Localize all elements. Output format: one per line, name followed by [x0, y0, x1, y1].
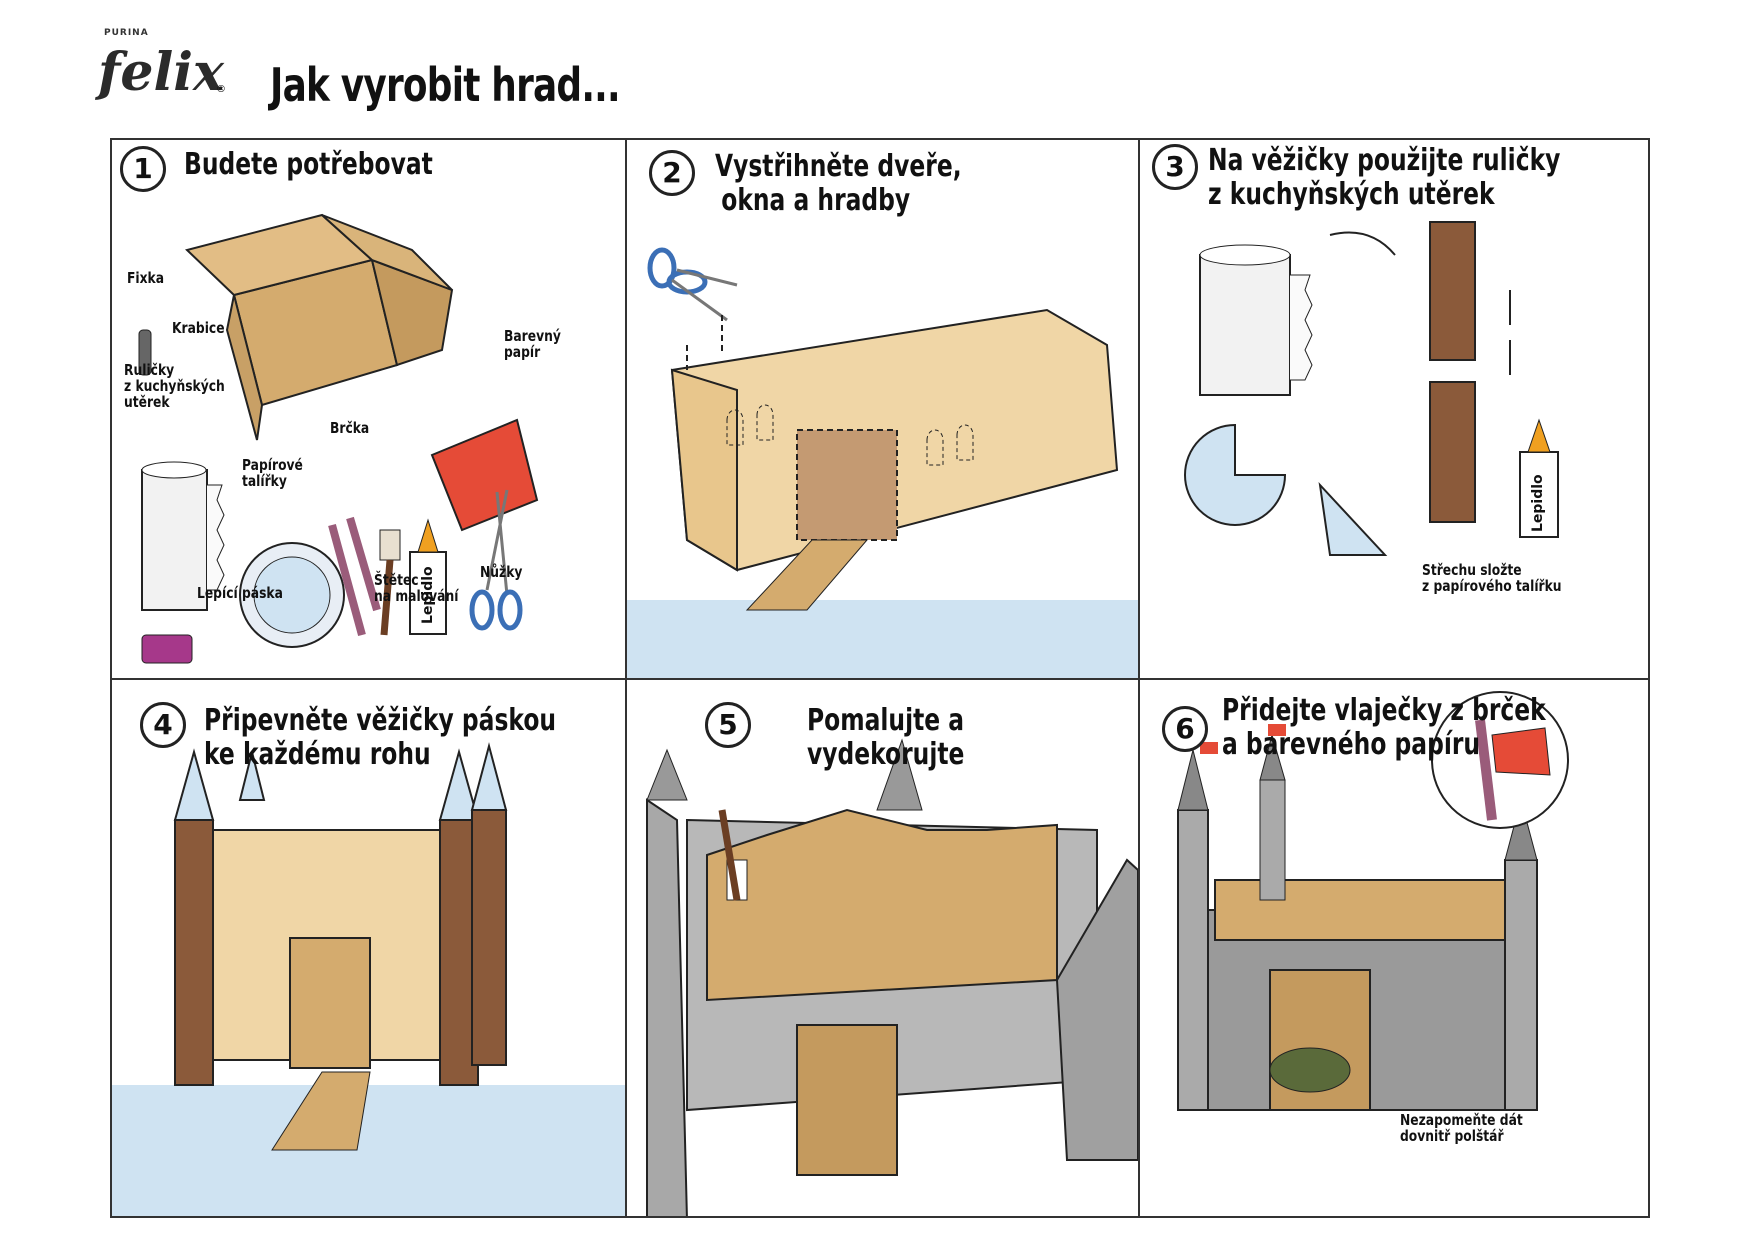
step-5-panel: 5 Pomalujte a vydekorujte — [627, 680, 1138, 1216]
registered-mark: ® — [216, 84, 226, 95]
step-number: 2 — [649, 150, 695, 196]
step-1-panel: 1 Budete potřebovat Fixka Krabice Ruličk… — [112, 140, 625, 678]
step-3-illustration — [1184, 221, 1559, 556]
step-1-illustration — [138, 213, 539, 664]
step-title: Na věžičky použijte ruličky z kuchyňskýc… — [1208, 143, 1561, 212]
label-glue: Lepidlo — [1530, 474, 1546, 532]
step-6-illustration — [1177, 691, 1569, 1111]
step-3-panel: 3 Na věžičky použijte ruličky z kuchyňsk… — [1140, 140, 1648, 678]
label-scissors: Nůžky — [480, 563, 523, 581]
step-2-panel: 2 Vystřihněte dveře, okna a hradby — [627, 140, 1138, 678]
page-title: Jak vyrobit hrad... — [270, 58, 621, 112]
label-box: Krabice — [172, 319, 225, 337]
step-title: Připevněte věžičky páskou ke každému roh… — [204, 703, 557, 772]
label-brush: Štětec na malování — [374, 571, 459, 605]
step-title: Vystřihněte dveře, okna a hradby — [715, 149, 962, 218]
purina-wordmark: PURINA — [104, 28, 149, 38]
label-roof: Střechu složte z papírového talířku — [1422, 561, 1562, 595]
step-4-illustration — [112, 742, 625, 1216]
step-2-illustration — [627, 247, 1138, 678]
step-title: Budete potřebovat — [184, 147, 433, 182]
instruction-grid: 1 Budete potřebovat Fixka Krabice Ruličk… — [110, 138, 1650, 1218]
label-tape: Lepící páska — [197, 584, 283, 602]
step-number: 4 — [140, 702, 186, 748]
label-rolls: Ruličky z kuchyňských utěrek — [124, 361, 225, 411]
step-5-illustration — [646, 738, 1138, 1216]
label-marker: Fixka — [127, 269, 165, 287]
step-number: 6 — [1162, 706, 1208, 752]
grid-divider — [112, 678, 1648, 680]
label-plates: Papírové talířky — [242, 456, 303, 490]
step-title: Pomalujte a vydekorujte — [807, 703, 965, 772]
label-pillow-note: Nezapomeňte dát dovnitř polštář — [1400, 1111, 1523, 1145]
felix-logo: PURINA felix ® — [98, 28, 228, 118]
step-title: Přidejte vlaječky z brček a barevného pa… — [1222, 693, 1546, 762]
step-number: 5 — [705, 702, 751, 748]
step-4-panel: 4 Připevněte věžičky páskou ke každému r… — [112, 680, 625, 1216]
label-glue: Lepidlo — [420, 566, 436, 624]
label-straws: Brčka — [330, 419, 370, 437]
brand-name: felix — [98, 42, 224, 103]
step-number: 3 — [1152, 144, 1198, 190]
step-number: 1 — [120, 146, 166, 192]
step-6-panel: 6 Přidejte vlaječky z brček a barevného … — [1140, 680, 1648, 1216]
label-colored-paper: Barevný papír — [504, 327, 561, 361]
